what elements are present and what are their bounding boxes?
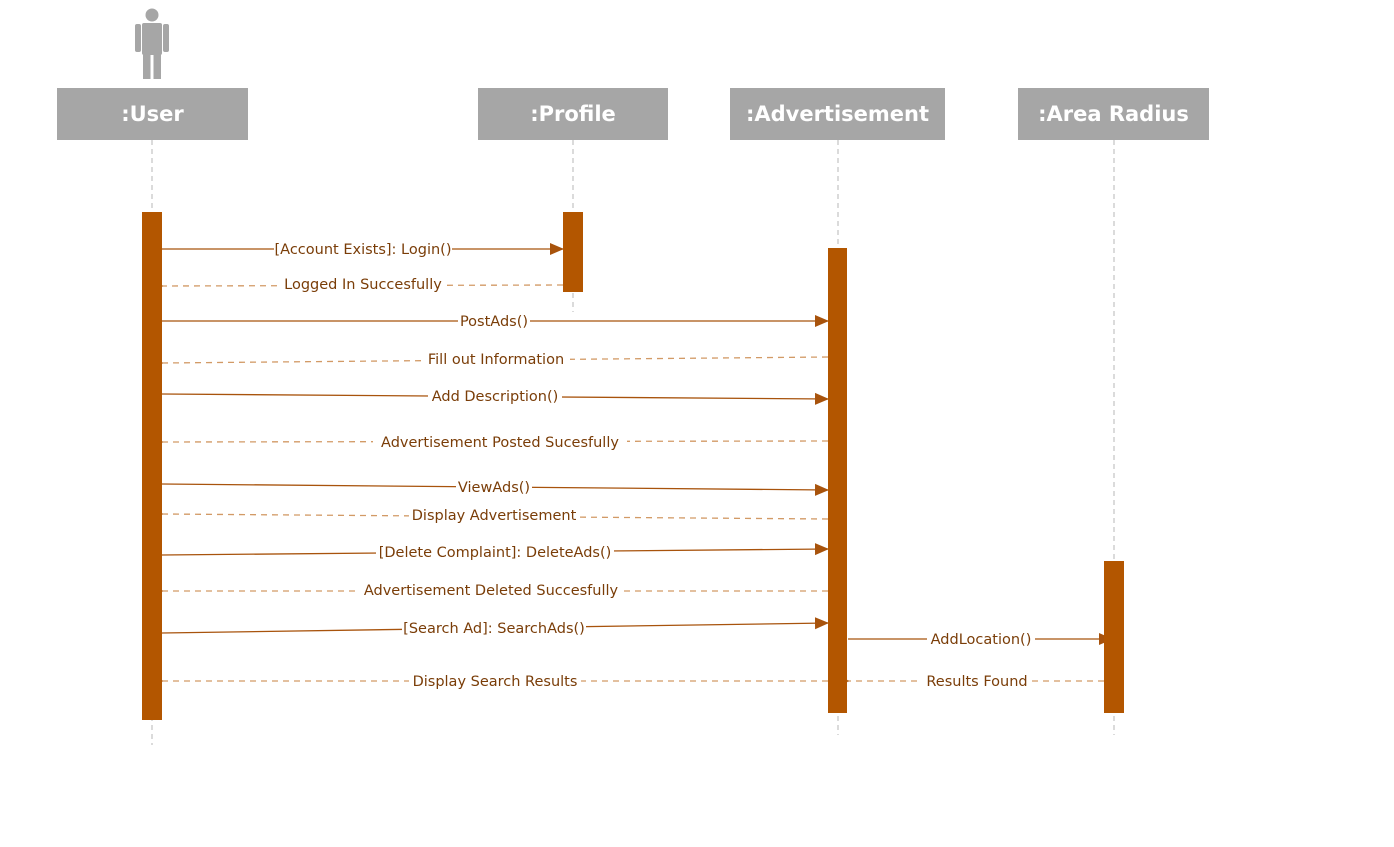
message-label: [Search Ad]: SearchAds(): [403, 621, 585, 637]
lifeline-profile: :Profile: [478, 88, 668, 312]
message-logged-in[interactable]: Logged In Succesfully: [162, 274, 564, 294]
message-label: [Delete Complaint]: DeleteAds(): [379, 545, 612, 561]
message-label: [Account Exists]: Login(): [275, 242, 452, 258]
message-display-advertisement[interactable]: Display Advertisement: [162, 505, 829, 525]
lifeline-user-header[interactable]: [57, 88, 248, 140]
message-search-ads[interactable]: [Search Ad]: SearchAds(): [161, 617, 829, 637]
message-label: ViewAds(): [458, 480, 530, 496]
message-advertisement-deleted[interactable]: Advertisement Deleted Succesfully: [162, 580, 828, 600]
lifeline-advertisement-label: :Advertisement: [746, 102, 929, 126]
message-label: Results Found: [926, 674, 1027, 690]
message-label: AddLocation(): [931, 632, 1032, 648]
person-icon: [135, 8, 169, 79]
message-label: Advertisement Deleted Succesfully: [364, 583, 619, 599]
lifeline-area-radius-label: :Area Radius: [1038, 102, 1189, 126]
message-post-ads[interactable]: PostAds(): [162, 310, 829, 330]
activation-bar-user: [142, 212, 162, 720]
activation-bar-profile: [563, 212, 583, 292]
message-label: Display Search Results: [413, 674, 578, 690]
message-label: Fill out Information: [428, 352, 564, 368]
message-label: Display Advertisement: [412, 508, 577, 524]
lifeline-profile-label: :Profile: [530, 102, 616, 126]
message-label: Logged In Succesfully: [284, 277, 442, 293]
message-advertisement-posted[interactable]: Advertisement Posted Sucesfully: [162, 431, 829, 451]
lifeline-user-label: :User: [121, 102, 184, 126]
activation-bar-area-radius: [1104, 561, 1124, 713]
lifeline-user: :User: [57, 88, 248, 745]
message-display-search-results[interactable]: Display Search Results: [162, 671, 828, 691]
message-results-found[interactable]: Results Found: [848, 671, 1104, 691]
message-label: Advertisement Posted Sucesfully: [381, 435, 619, 451]
lifeline-advertisement-header[interactable]: [730, 88, 945, 140]
activations: [142, 212, 1124, 720]
message-login[interactable]: [Account Exists]: Login(): [162, 238, 564, 258]
message-add-description[interactable]: Add Description(): [161, 385, 829, 405]
message-label: Add Description(): [432, 389, 559, 405]
lifeline-area-radius: :Area Radius: [1018, 88, 1209, 735]
lifeline-profile-header[interactable]: [478, 88, 668, 140]
activation-bar-advertisement: [828, 248, 847, 713]
message-fill-out-information[interactable]: Fill out Information: [162, 348, 829, 368]
message-view-ads[interactable]: ViewAds(): [161, 476, 829, 496]
lifeline-area-radius-header[interactable]: [1018, 88, 1209, 140]
message-add-location[interactable]: AddLocation(): [848, 629, 1113, 649]
messages: [Account Exists]: Login() Logged In Succ…: [161, 238, 1113, 691]
message-delete-ads[interactable]: [Delete Complaint]: DeleteAds(): [161, 541, 829, 561]
message-label: PostAds(): [460, 314, 528, 330]
